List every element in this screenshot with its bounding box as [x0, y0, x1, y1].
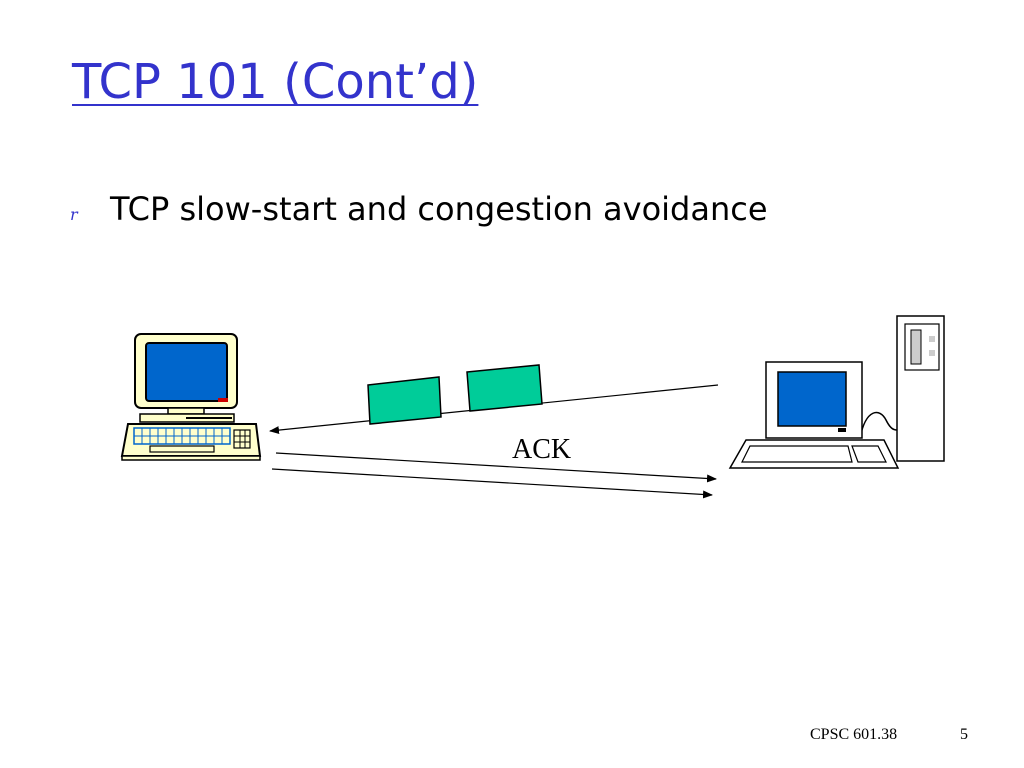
bullet-marker: r — [70, 205, 78, 224]
page-number: 5 — [960, 726, 968, 743]
slide-title: TCP 101 (Cont’d) — [72, 54, 479, 110]
bullet-text: TCP slow-start and congestion avoidance — [110, 190, 768, 228]
desktop-computer-icon — [120, 333, 262, 461]
bullet-item: r TCP slow-start and congestion avoidanc… — [70, 190, 768, 228]
ack-label: ACK — [512, 434, 571, 465]
packet-segment — [466, 364, 543, 412]
packet-segment — [367, 376, 442, 425]
footer-course: CPSC 601.38 — [810, 726, 898, 743]
tower-workstation-icon — [728, 315, 945, 469]
